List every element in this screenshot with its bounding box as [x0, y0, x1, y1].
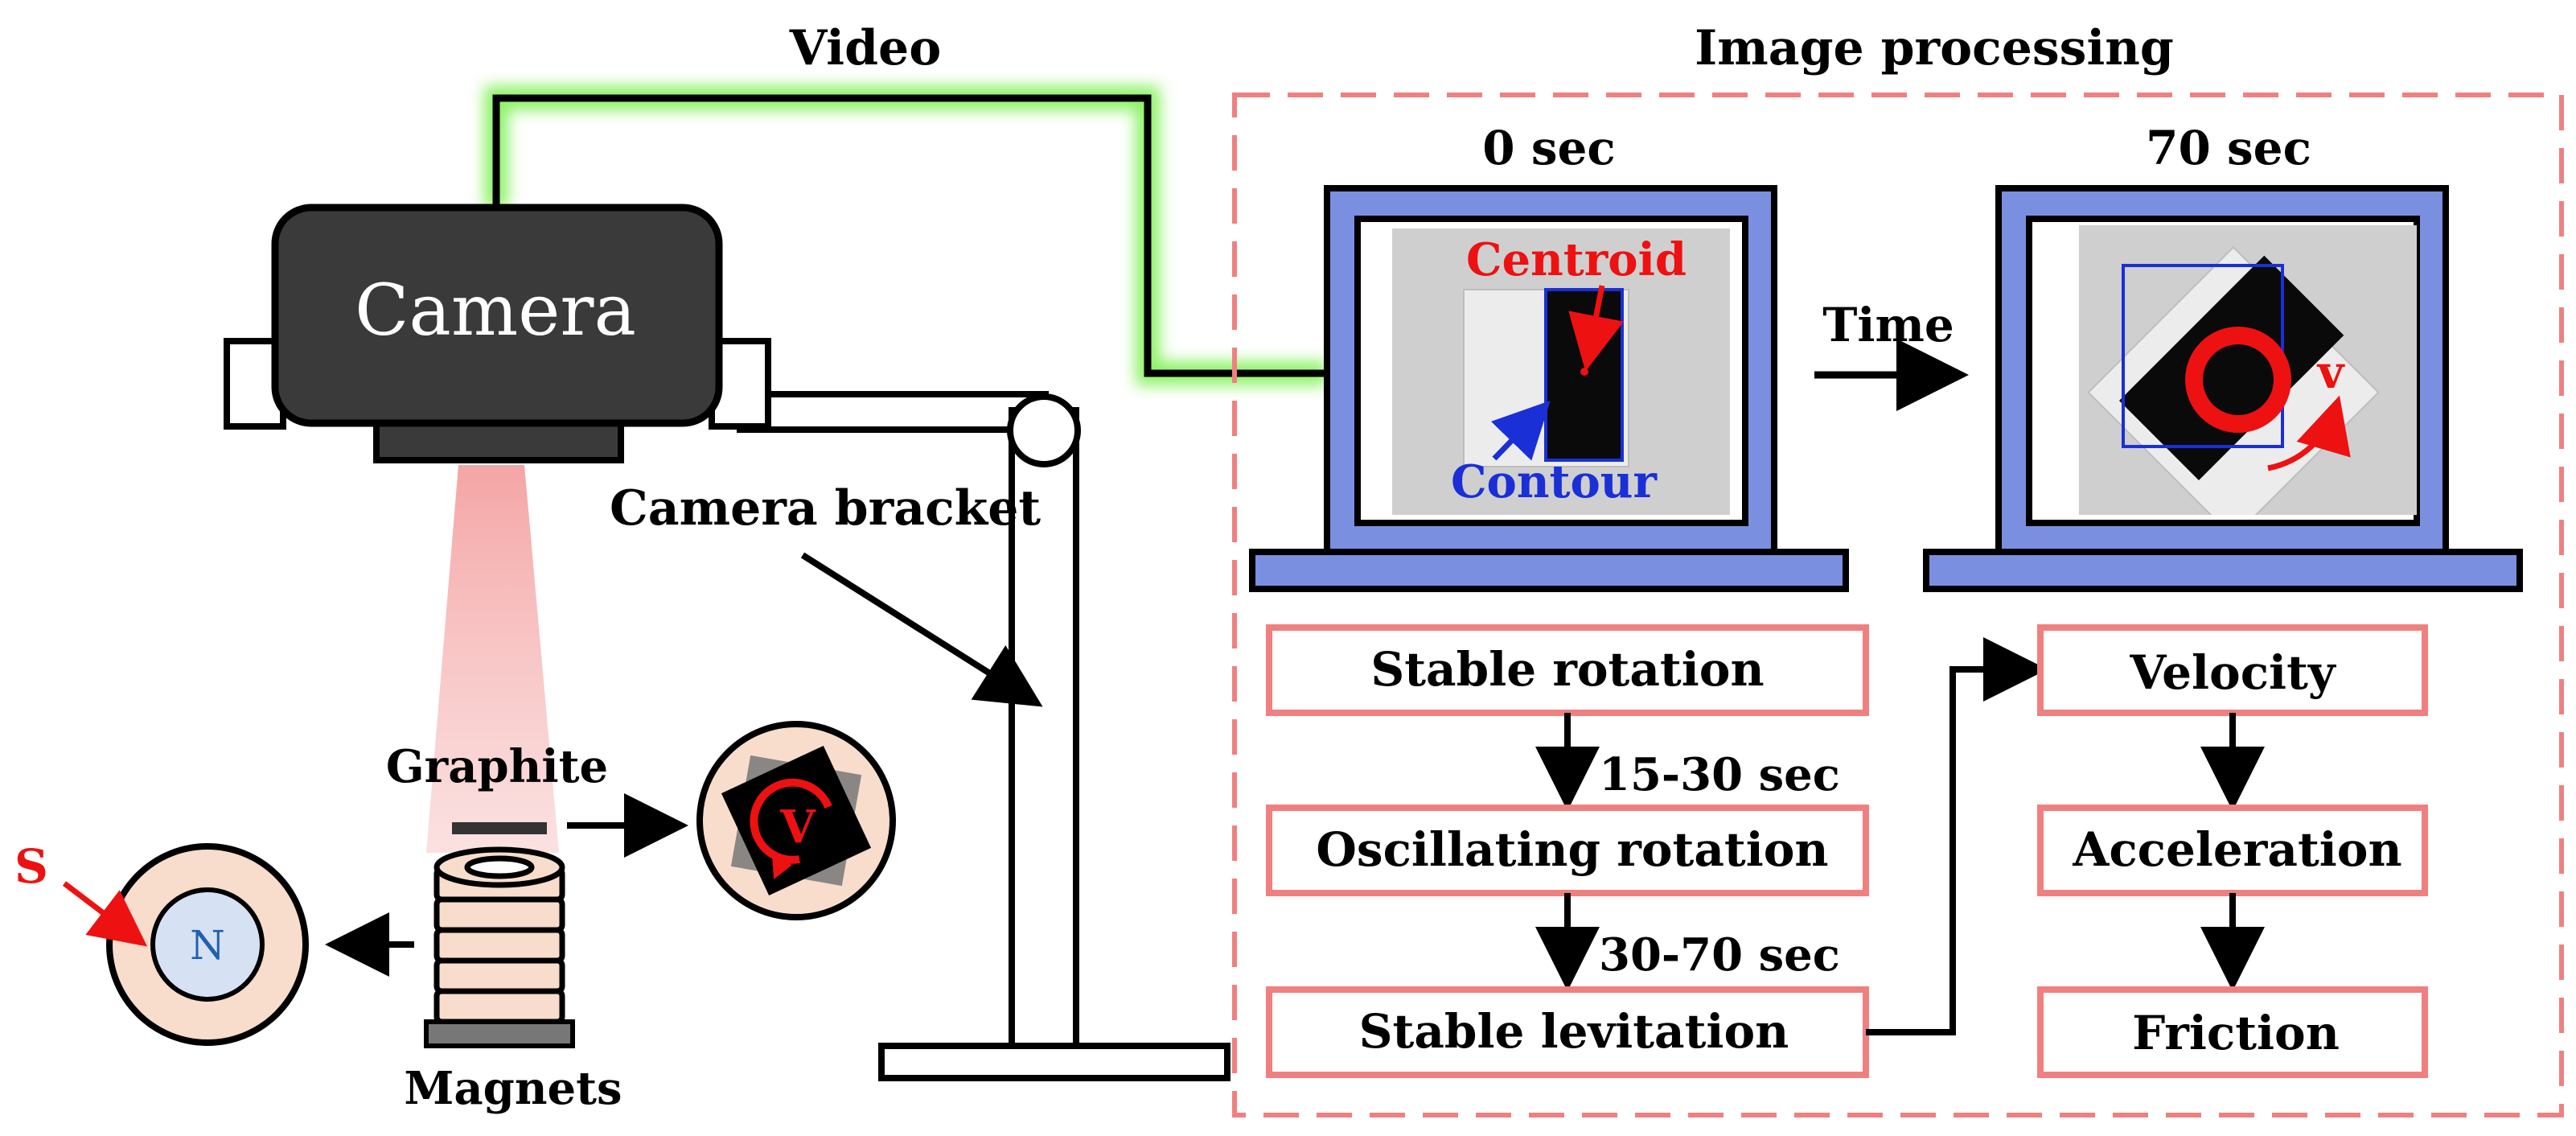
- n-pole-label: N: [190, 922, 225, 969]
- camera-bracket-label: Camera bracket: [610, 480, 1041, 537]
- s-pole-arrow: [62, 881, 148, 947]
- flow-box-label: Acceleration: [2072, 822, 2401, 877]
- image-processing-title: Image processing: [1695, 20, 2174, 76]
- contour-label: Contour: [1451, 455, 1658, 508]
- monitor-right-time: 70 sec: [2146, 121, 2311, 175]
- interval-label: 15-30 sec: [1599, 748, 1840, 801]
- graphite-sheet: [452, 822, 547, 834]
- flow-box-label: Stable rotation: [1370, 642, 1764, 697]
- image-processing-frame: [1232, 93, 2564, 1117]
- rotating-graphite-icon: [696, 721, 896, 920]
- flow-box-stable-levitation: [1266, 986, 1869, 1078]
- contour-arrow: [1490, 400, 1551, 461]
- camera: [224, 204, 771, 463]
- flow-box-acceleration: [2037, 805, 2428, 896]
- video-cable: [484, 86, 1327, 385]
- flow-box-label: Oscillating rotation: [1316, 822, 1828, 877]
- magnets-label: Magnets: [404, 1062, 622, 1115]
- camera-beam: [426, 465, 559, 853]
- velocity-v-label: v: [2316, 346, 2345, 399]
- graphite-label: Graphite: [386, 740, 608, 793]
- velocity-symbol: V: [779, 801, 816, 854]
- bracket-pointer-arrow: [800, 552, 1043, 707]
- monitor-left: [1249, 185, 1849, 592]
- magnet-base: [424, 1019, 575, 1048]
- magnet-pole-diagram: [106, 843, 309, 1046]
- flow-right: Velocity Acceleration Friction: [2037, 624, 2428, 1078]
- interval-label: 30-70 sec: [1599, 928, 1840, 982]
- s-pole-label: S: [14, 839, 48, 894]
- camera-label: Camera: [355, 269, 636, 352]
- video-label: Video: [789, 20, 941, 76]
- monitor-left-time: 0 sec: [1482, 121, 1615, 175]
- flow-box-stable-rotation: [1266, 624, 1869, 716]
- flow-box-velocity: [2037, 624, 2428, 716]
- monitor-right: [1923, 185, 2523, 592]
- time-label: Time: [1822, 298, 1954, 352]
- centroid-arrow: [1568, 285, 1625, 372]
- flow-box-label: Friction: [2132, 1006, 2340, 1060]
- flow-box-label: Velocity: [2129, 645, 2336, 700]
- flow-box-friction: [2037, 986, 2428, 1078]
- flow-connector: [1866, 637, 2048, 1035]
- flow-left: Stable rotation 15-30 sec Oscillating ro…: [1266, 624, 1869, 1078]
- centroid-label: Centroid: [1466, 233, 1687, 286]
- magnet-stack: [433, 846, 565, 1025]
- flow-box-label: Stable levitation: [1359, 1004, 1789, 1059]
